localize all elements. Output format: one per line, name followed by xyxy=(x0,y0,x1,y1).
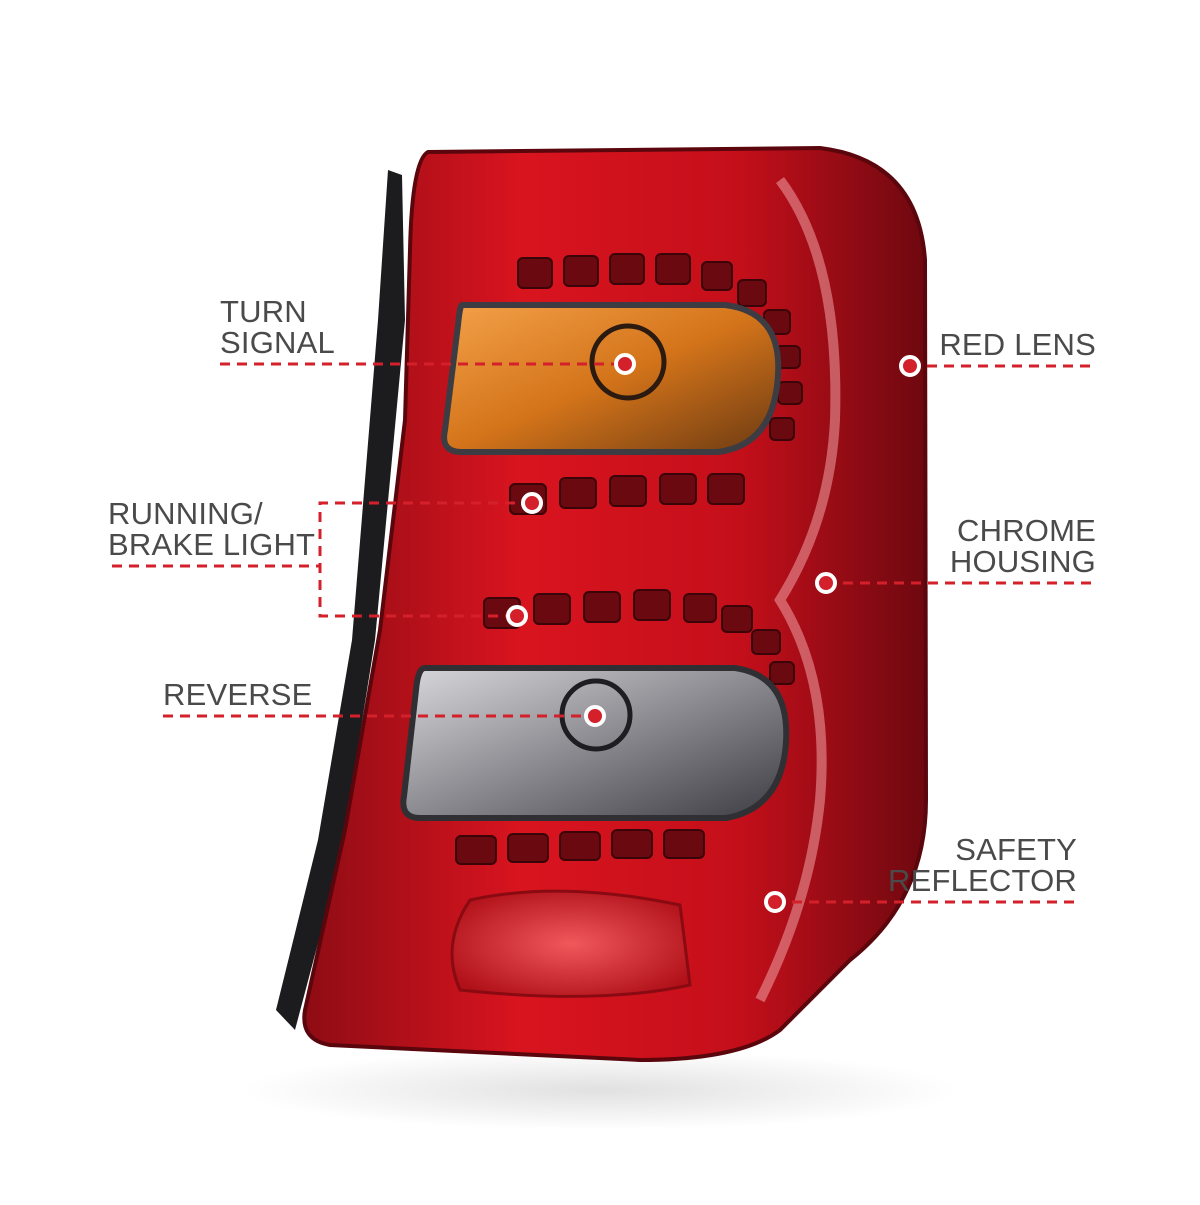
label-chrome-housing-line2: HOUSING xyxy=(949,544,1096,579)
label-red-lens-line1: RED LENS xyxy=(939,327,1096,362)
dot-chrome-housing xyxy=(815,572,837,594)
top-led-row xyxy=(517,253,803,441)
label-safety-reflector-line1: SAFETY xyxy=(955,832,1077,867)
label-turn-signal: TURN SIGNAL xyxy=(220,296,335,358)
label-reverse: REVERSE xyxy=(163,679,313,710)
label-running-brake-line1: RUNNING/ xyxy=(108,496,263,531)
dot-reverse xyxy=(584,705,606,727)
dot-running-lower xyxy=(506,605,528,627)
dot-red-lens xyxy=(899,355,921,377)
lower-led-arc xyxy=(483,589,795,685)
label-reverse-line1: REVERSE xyxy=(163,677,313,712)
chrome-housing-sweep xyxy=(755,177,841,1003)
label-safety-reflector: SAFETY REFLECTOR xyxy=(888,834,1077,896)
turn-signal-pod xyxy=(441,302,782,455)
gasket-edge xyxy=(276,170,405,1030)
callout-lines xyxy=(112,362,1095,904)
label-running-brake: RUNNING/ BRAKE LIGHT xyxy=(108,498,315,560)
label-red-lens: RED LENS xyxy=(939,329,1096,360)
safety-reflector xyxy=(450,889,692,998)
dot-turn-signal xyxy=(614,353,636,375)
label-safety-reflector-line2: REFLECTOR xyxy=(888,863,1077,898)
label-turn-signal-line1: TURN xyxy=(220,294,307,329)
label-chrome-housing: CHROME HOUSING xyxy=(950,515,1096,577)
floor-shadow xyxy=(240,1050,960,1130)
dot-running-upper xyxy=(521,492,543,514)
callout-dots xyxy=(506,353,921,913)
dot-safety-reflector xyxy=(764,891,786,913)
turn-signal-bulb xyxy=(589,323,667,401)
bottom-led-row xyxy=(455,829,705,865)
label-running-brake-line2: BRAKE LIGHT xyxy=(108,527,316,562)
middle-led-row xyxy=(509,473,745,515)
label-chrome-housing-line1: CHROME xyxy=(957,513,1096,548)
label-turn-signal-line2: SIGNAL xyxy=(220,325,335,360)
reverse-pod xyxy=(400,665,790,821)
